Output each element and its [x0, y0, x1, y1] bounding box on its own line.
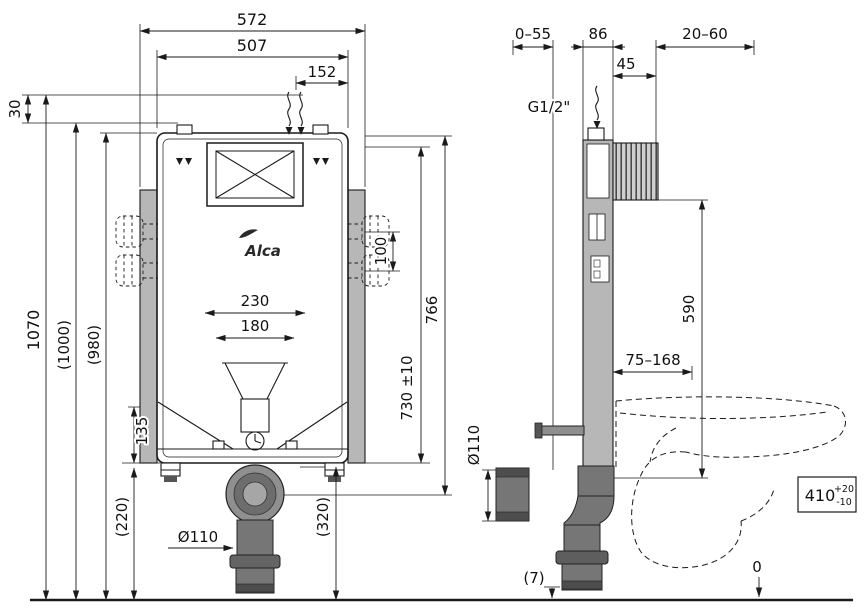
fixing-points — [176, 158, 329, 165]
bird-icon — [239, 229, 258, 238]
dim-180-label: 180 — [241, 317, 270, 335]
seat-height-box: 410 +20 -10 — [797, 476, 857, 513]
dim-100-label: 100 — [372, 237, 390, 266]
flush-flow-icon — [285, 91, 305, 135]
dim-410-label: 410 — [805, 486, 836, 505]
side-view: 410 +20 -10 0–55 86 20–60 45 G1/2" 590 7… — [463, 23, 857, 599]
floor-level-label: 0 — [752, 558, 762, 576]
dim-30-label: 30 — [6, 99, 24, 118]
access-panel — [206, 142, 304, 207]
dim-410-tol-minus: -10 — [836, 497, 852, 508]
dim-45-label: 45 — [616, 55, 635, 73]
wall-mount-block — [612, 142, 659, 201]
side-dimension-lines — [484, 43, 763, 599]
top-tab-right — [312, 124, 329, 135]
dim-507-label: 507 — [237, 36, 268, 55]
supply-thread-label: G1/2" — [528, 98, 571, 116]
cistern-body — [156, 132, 349, 464]
support-bracket — [534, 422, 585, 439]
dim-diameter-110-side-label: Ø110 — [465, 425, 483, 465]
dim-410-tol-plus: +20 — [834, 484, 854, 495]
cistern-inner-outline — [162, 138, 343, 458]
dim-980-label: (980) — [85, 325, 103, 365]
anchor-rods — [115, 215, 390, 287]
dim-86-label: 86 — [588, 25, 607, 43]
profile-mechanism — [586, 143, 610, 283]
dim-1000-label: (1000) — [55, 320, 73, 370]
dim-320-label: (320) — [314, 497, 332, 537]
flush-valve — [222, 362, 288, 451]
dim-590-label: 590 — [680, 295, 698, 324]
toilet-bowl-outline — [615, 396, 846, 569]
water-inlet-fitting — [587, 127, 605, 141]
dim-20-60-label: 20–60 — [682, 25, 728, 43]
dim-75-168-label: 75–168 — [625, 351, 680, 369]
brand-logo: Alca — [239, 229, 282, 262]
dim-7-label: (7) — [523, 569, 544, 587]
front-view: Alca — [4, 8, 452, 601]
dim-766-label: 766 — [423, 296, 441, 325]
supply-flow-icon — [593, 85, 601, 129]
dim-152-label: 152 — [308, 63, 337, 81]
dim-135-label: 135 — [133, 417, 151, 446]
bottom-frame — [157, 401, 348, 482]
top-tab-left — [176, 124, 193, 135]
outlet-sleeve — [495, 467, 530, 522]
dim-0-55-label: 0–55 — [515, 25, 551, 43]
dim-1070-label: 1070 — [24, 310, 43, 351]
dim-diameter-110-front-label: Ø110 — [178, 528, 218, 546]
drain-elbow-front — [225, 464, 285, 594]
dim-220-label: (220) — [113, 497, 131, 537]
dim-572-label: 572 — [237, 10, 268, 29]
dim-730-label: 730 ±10 — [398, 355, 416, 420]
brand-logo-text: Alca — [244, 242, 281, 260]
side-extension-lines — [482, 40, 755, 588]
drain-elbow-side — [555, 465, 615, 591]
dim-230-label: 230 — [241, 292, 270, 310]
front-dimension-lines — [24, 27, 449, 601]
